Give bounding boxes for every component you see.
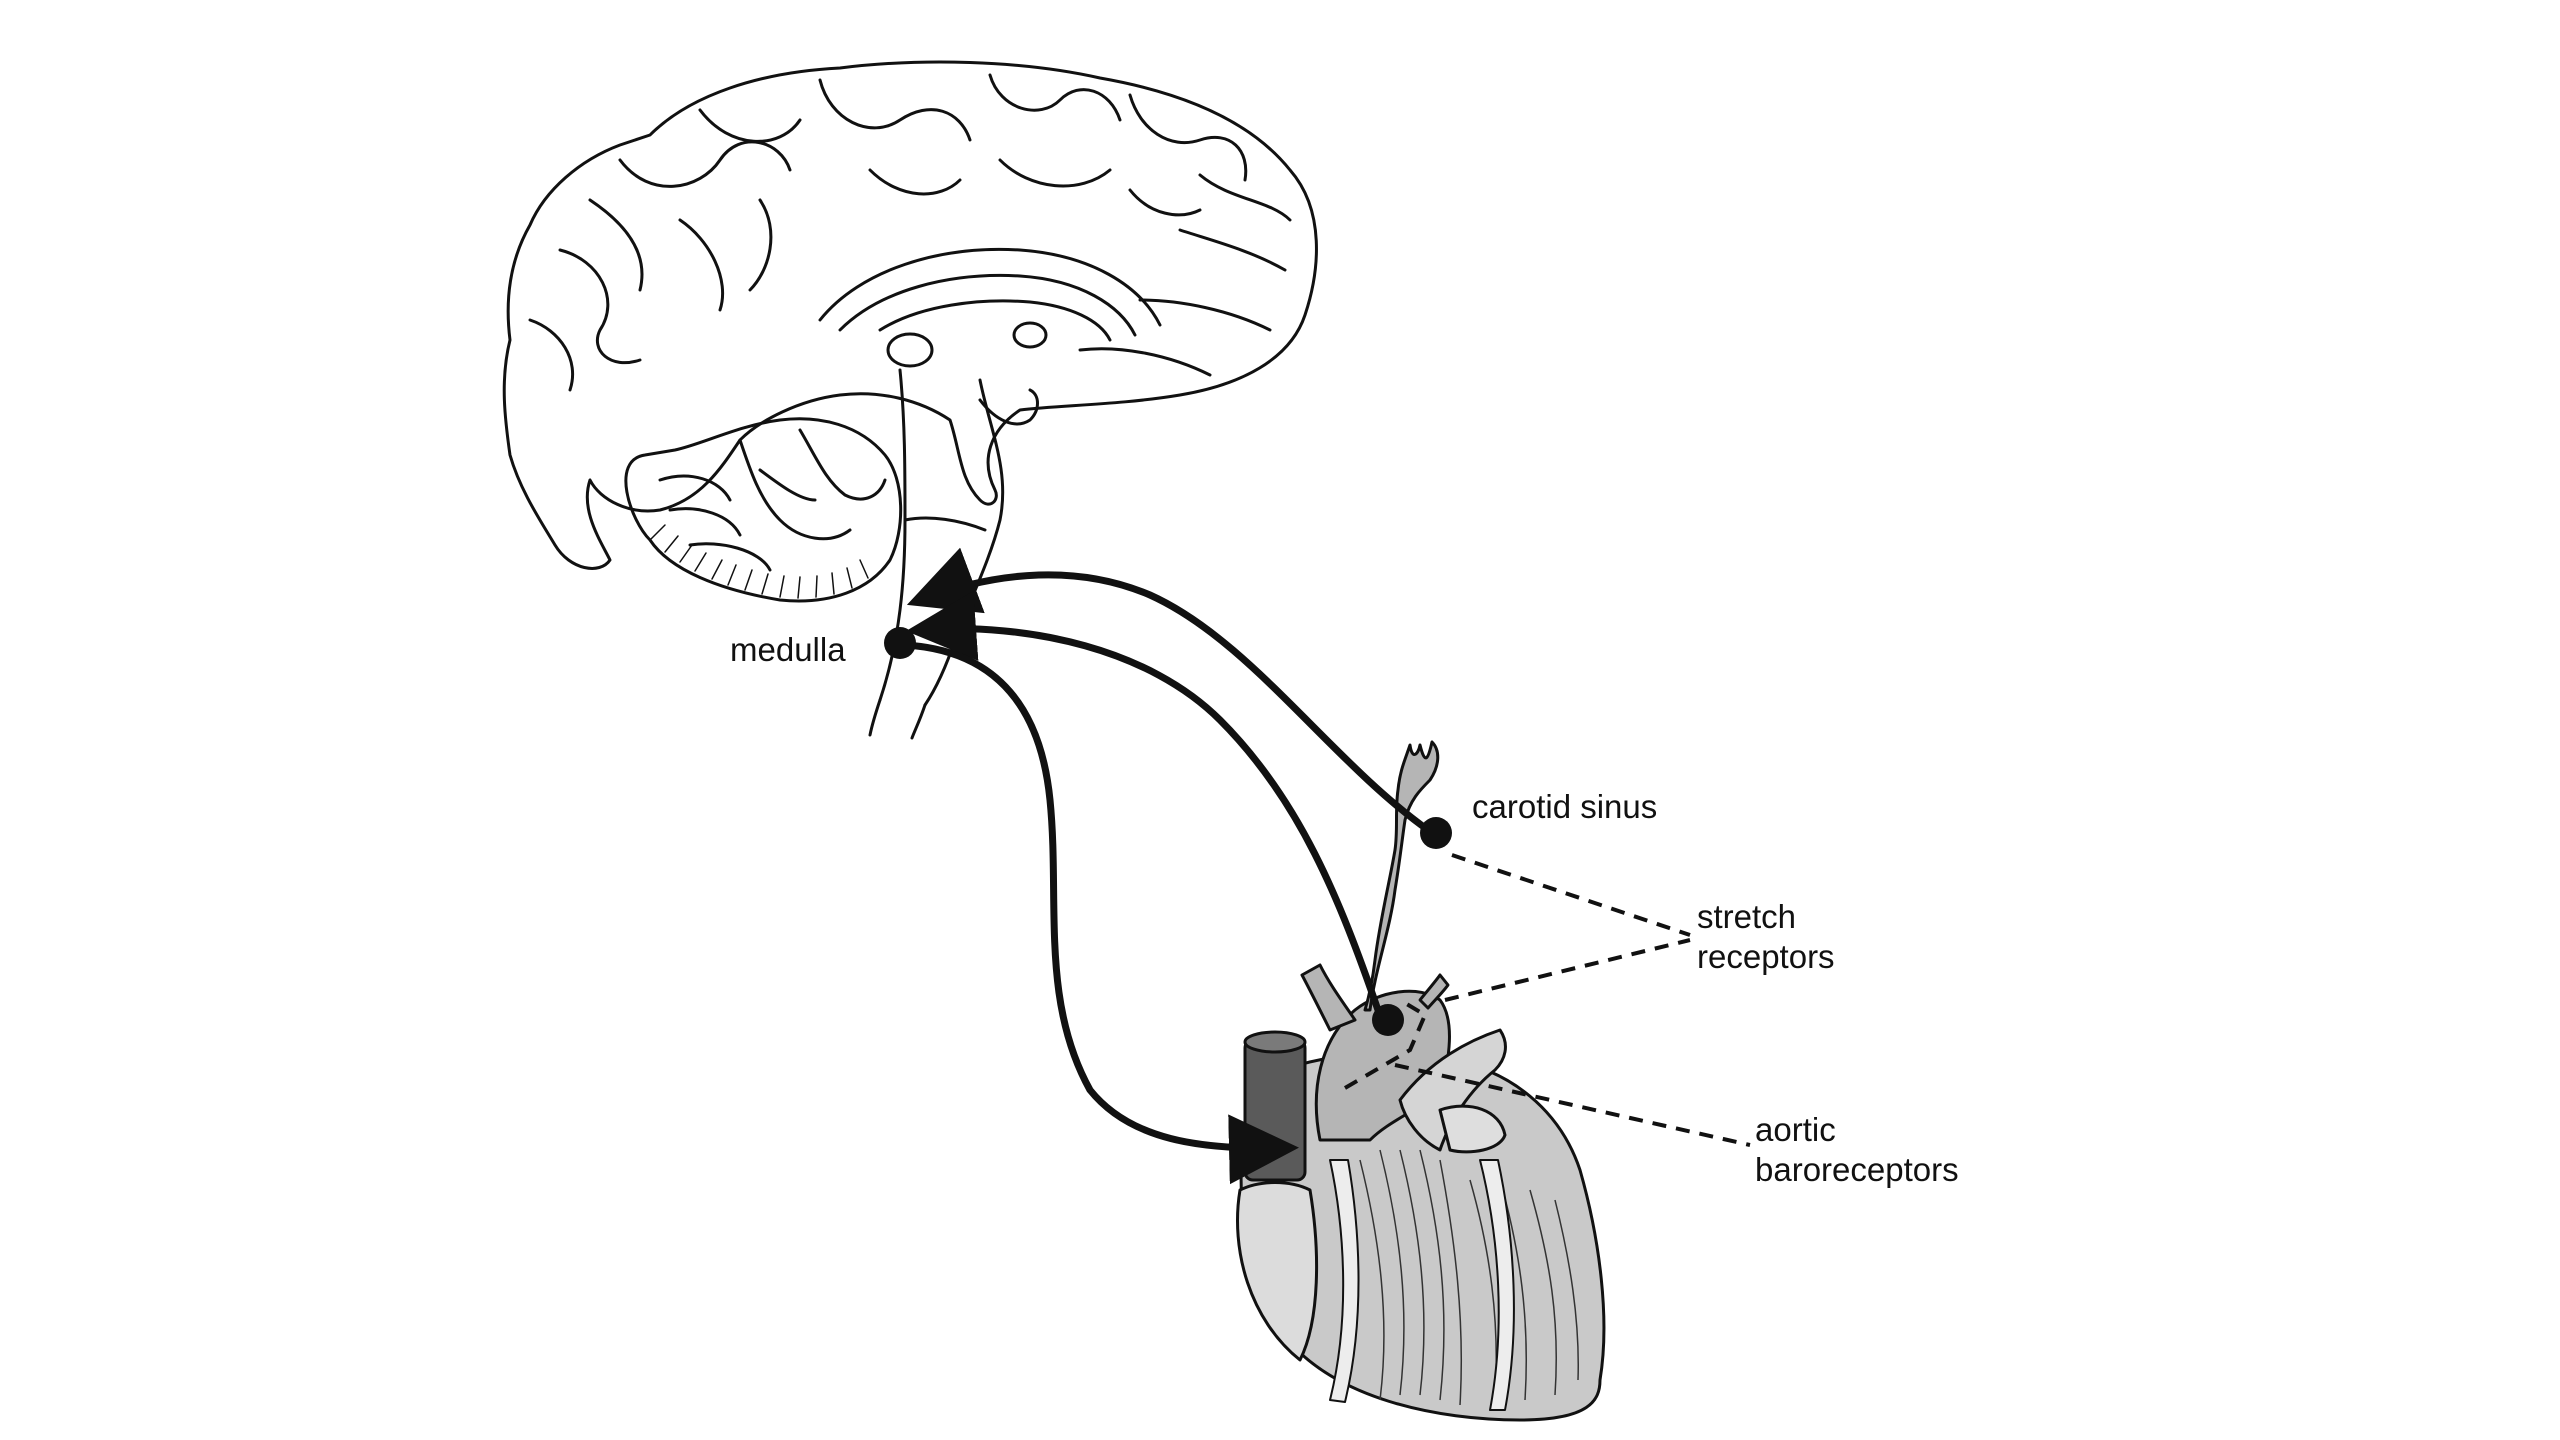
aortic-receptor-region — [1343, 998, 1428, 1090]
cerebrum-outline — [502, 60, 1318, 570]
leader-aortic-baroreceptors — [1394, 1063, 1751, 1147]
cerebellum-outline — [624, 417, 903, 603]
vena-cava — [1243, 1038, 1307, 1182]
dashed-leaders — [1343, 853, 1751, 1147]
leader-carotid-stretch — [1451, 853, 1691, 937]
carotid-artery — [1363, 740, 1440, 1012]
carotid-sinus-dot — [1420, 817, 1452, 849]
label-stretch-receptors: stretch receptors — [1697, 897, 1835, 977]
leader-aortic-stretch — [1444, 938, 1691, 1002]
aortic-dot — [1372, 1004, 1404, 1036]
left-subclavian — [1418, 973, 1450, 1010]
corpus-callosum — [818, 247, 1162, 327]
medulla-dot — [884, 627, 916, 659]
heart-illustration — [1236, 740, 1606, 1422]
label-stretch-line2: receptors — [1697, 938, 1835, 975]
label-aortic-line2: baroreceptors — [1755, 1151, 1959, 1188]
label-carotid-sinus: carotid sinus — [1472, 788, 1658, 825]
label-stretch-line1: stretch — [1697, 898, 1797, 935]
label-aortic-baroreceptors: aortic baroreceptors — [1755, 1110, 1959, 1190]
label-aortic-line1: aortic — [1755, 1111, 1836, 1148]
efferent-arrow — [901, 641, 1299, 1185]
nerve-pathways — [901, 547, 1432, 1185]
afferent-aortic-arrow — [906, 591, 1382, 1014]
label-medulla: medulla — [730, 631, 846, 668]
afferent-carotid-arrow — [906, 547, 1432, 834]
brachiocephalic — [1300, 963, 1357, 1032]
receptor-dots — [884, 627, 1452, 1036]
